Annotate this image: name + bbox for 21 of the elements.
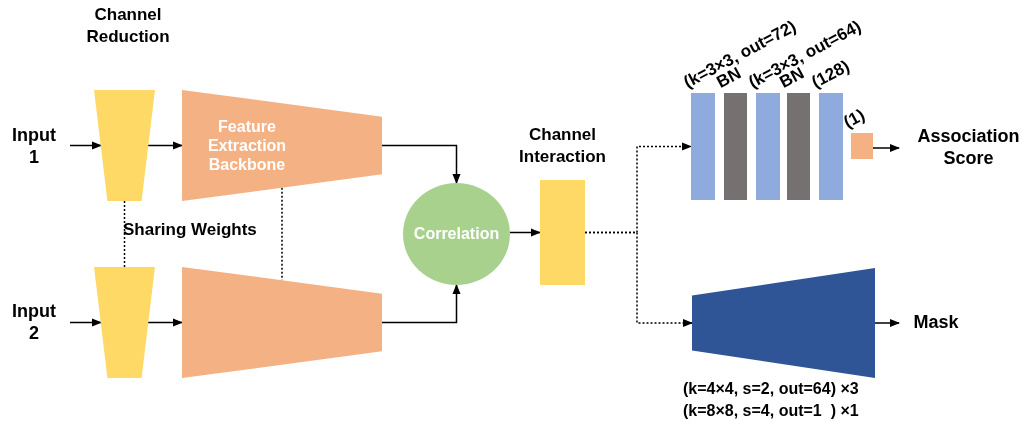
arrow	[69, 318, 103, 327]
arrow	[147, 318, 184, 327]
layer-caption: (k=4×4, s=2, out=64) ×3	[683, 381, 859, 397]
arrow	[874, 318, 901, 328]
block-heading: Channel Reduction	[85, 4, 171, 49]
block-heading: Channel Interaction	[518, 124, 607, 169]
layer-caption: (k=8×8, s=4, out=1 ) ×1	[683, 403, 859, 419]
arrow	[147, 141, 184, 150]
output-label: Association Score	[916, 126, 1021, 170]
block-label: Correlation	[413, 224, 500, 244]
arrow	[381, 283, 461, 324]
arrow	[69, 141, 103, 150]
arrow	[381, 144, 461, 185]
output-label: Mask	[913, 312, 959, 334]
layer-label: (1)	[841, 106, 868, 131]
arrow	[509, 228, 542, 237]
block-label: Feature Extraction Backbone	[206, 116, 288, 175]
annotation-text: Sharing Weights	[123, 220, 257, 240]
input-label: Input 2	[11, 301, 57, 345]
arrow	[872, 143, 901, 153]
input-label: Input 1	[11, 125, 57, 169]
